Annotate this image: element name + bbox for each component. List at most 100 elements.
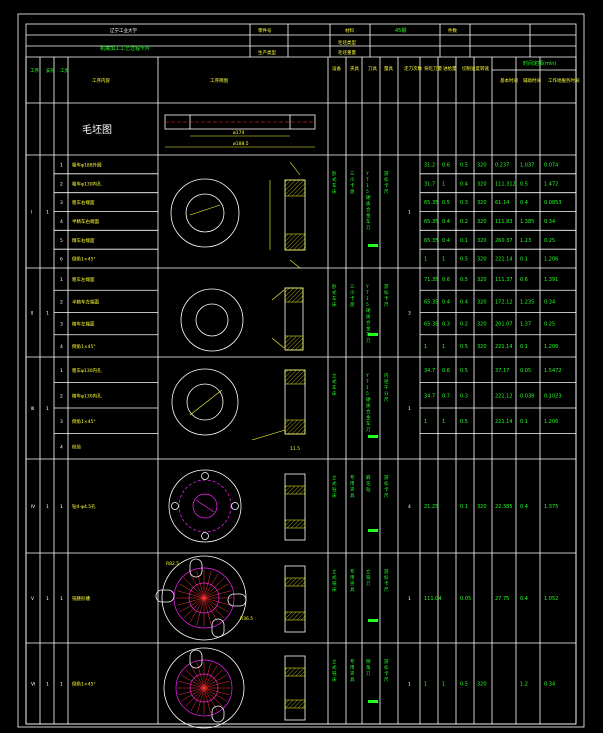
vertical-equipment: 卧 bbox=[332, 170, 337, 177]
header-speed: 切削速度 bbox=[462, 65, 480, 72]
vertical-tool: 金 bbox=[366, 414, 371, 421]
vertical-equipment: 床 bbox=[332, 390, 337, 397]
op3-dim: 11.5 bbox=[290, 446, 300, 452]
school-name: 辽宁工业大学 bbox=[110, 27, 137, 34]
step-number: 2 bbox=[60, 299, 63, 305]
vertical-tool: Y bbox=[365, 171, 369, 177]
sketch-op4 bbox=[168, 469, 306, 543]
vertical-fixture: 爪 bbox=[350, 178, 355, 183]
spoke-line bbox=[203, 570, 212, 599]
vertical-tool: Y bbox=[365, 284, 369, 290]
op-passes: 4 bbox=[408, 504, 411, 510]
param-cell: 320 bbox=[477, 162, 487, 168]
vertical-tool: 合 bbox=[366, 206, 371, 213]
vertical-fixture: 专 bbox=[350, 658, 355, 665]
spoke-line bbox=[203, 597, 224, 618]
param-cell: 0.4 bbox=[442, 219, 450, 225]
vertical-tool: T bbox=[365, 177, 369, 183]
vertical-equipment: 铣 bbox=[332, 580, 337, 587]
vertical-tool: 铣 bbox=[366, 574, 371, 581]
op5-dim-r1: R82.5 bbox=[166, 561, 179, 567]
param-cell: 0.4 bbox=[520, 596, 528, 602]
vertical-equipment: 车 bbox=[332, 182, 337, 189]
label-material: 材料 bbox=[345, 27, 354, 34]
vertical-measure: 卡 bbox=[384, 670, 389, 677]
param-cell: 0.6 bbox=[442, 162, 450, 168]
param-cell: 27.75 bbox=[495, 596, 509, 602]
header-measure: 量具 bbox=[384, 65, 393, 72]
param-cell: 0.237 bbox=[495, 162, 509, 168]
spoke-line bbox=[203, 681, 230, 689]
vertical-tool: T bbox=[365, 290, 369, 296]
header-time-total: 工作地服务时间 bbox=[548, 77, 580, 84]
step-text: 粗车右端面 bbox=[72, 199, 95, 206]
spoke-line bbox=[203, 597, 219, 623]
param-cell: 0.4 bbox=[460, 299, 468, 305]
vertical-equipment: 式 bbox=[332, 378, 337, 385]
table-header: 工序 安装 工步 工序内容 工序简图 设备 夹具 刀具 量具 走刀次数 进给量 … bbox=[25, 57, 580, 724]
vertical-equipment: 床 bbox=[332, 492, 337, 499]
sketch-op3: 11.5 bbox=[171, 368, 306, 452]
param-cell: 1.23 bbox=[520, 238, 531, 244]
op-number: Ⅵ bbox=[31, 682, 35, 688]
spoke-line bbox=[203, 597, 212, 626]
spoke-line bbox=[179, 597, 205, 613]
param-cell: 37.17 bbox=[495, 368, 509, 374]
param-cell: 65.35 bbox=[424, 299, 438, 305]
spoke-line bbox=[197, 687, 205, 714]
param-cell: 1 bbox=[442, 682, 445, 688]
param-cell: 1 bbox=[442, 419, 445, 425]
step-number: 3 bbox=[60, 322, 63, 328]
param-cell: 320 bbox=[477, 344, 487, 350]
param-cell: 1.206 bbox=[544, 419, 558, 425]
param-cell: 0.0853 bbox=[544, 200, 562, 206]
param-cell: 65.35 bbox=[424, 322, 438, 328]
header-tool: 刀具 bbox=[368, 66, 377, 72]
vertical-tool: 刀 bbox=[366, 581, 371, 587]
vertical-equipment: 立 bbox=[332, 568, 337, 575]
param-cell: 111.83 bbox=[495, 219, 513, 225]
vertical-tool: 金 bbox=[366, 212, 371, 219]
param-cell: 0.34 bbox=[544, 219, 555, 225]
param-cell: 0.4 bbox=[520, 504, 528, 510]
blank-row: 毛坯图 ø174 ø188.5 bbox=[82, 114, 316, 148]
header-feed: 进给量 bbox=[443, 65, 457, 72]
step-text: 粗车φ130内孔 bbox=[72, 180, 102, 187]
spoke-line bbox=[203, 687, 230, 695]
param-cell: 111.37 bbox=[495, 277, 513, 283]
op-number: Ⅰ bbox=[31, 210, 32, 216]
step-number: 1 bbox=[60, 162, 63, 168]
vertical-tool: 1 bbox=[366, 296, 369, 302]
op-passes: 3 bbox=[408, 311, 411, 317]
spoke-line bbox=[203, 665, 218, 689]
vertical-fixture: 具 bbox=[350, 493, 355, 499]
op-number: Ⅲ bbox=[31, 406, 34, 412]
param-cell: 0.25 bbox=[544, 322, 555, 328]
param-cell: 111.04 bbox=[424, 596, 442, 602]
vertical-tool: Y bbox=[365, 373, 369, 379]
param-cell: 320 bbox=[477, 682, 487, 688]
op-passes: 1 bbox=[408, 210, 411, 216]
label-production-type: 生产类型 bbox=[258, 49, 276, 56]
header-content: 工序内容 bbox=[92, 77, 110, 84]
spoke-line bbox=[203, 687, 223, 707]
vertical-fixture: 盘 bbox=[350, 188, 355, 195]
param-cell: 0.5 bbox=[460, 368, 468, 374]
param-cell: 1 bbox=[442, 344, 445, 350]
param-cell: 320 bbox=[477, 277, 487, 283]
param-cell: 0.4 bbox=[460, 181, 468, 187]
vertical-fixture: 具 bbox=[350, 677, 355, 683]
step-text: 铣腰形槽 bbox=[72, 595, 90, 602]
vertical-equipment: 立 bbox=[332, 372, 337, 379]
param-cell: 221.12 bbox=[495, 393, 513, 399]
param-cell: 0.5 bbox=[442, 200, 450, 206]
param-cell: 260.37 bbox=[495, 238, 513, 244]
step-number: 3 bbox=[60, 200, 63, 206]
value-material: 45钢 bbox=[395, 27, 406, 34]
param-cell: 320 bbox=[477, 504, 487, 510]
op-install: 1 bbox=[46, 311, 49, 317]
param-cell: 65.35 bbox=[424, 200, 438, 206]
param-cell: 1 bbox=[424, 419, 427, 425]
param-cell: 0.5 bbox=[460, 277, 468, 283]
vertical-measure: 标 bbox=[384, 289, 389, 296]
